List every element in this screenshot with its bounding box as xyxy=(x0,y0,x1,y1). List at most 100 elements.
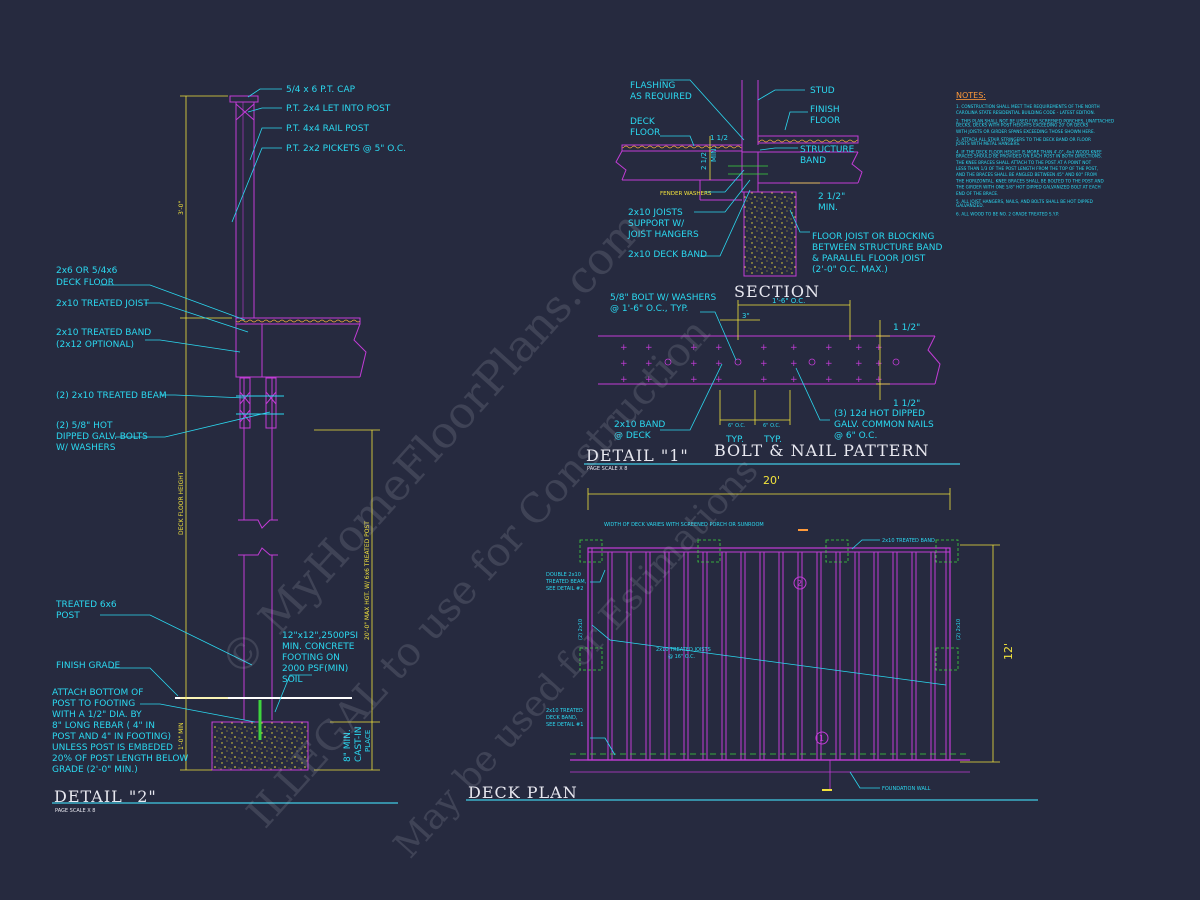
label-attach-1: ATTACH BOTTOM OF xyxy=(52,688,143,698)
label-pickets: P.T. 2x2 PICKETS @ 5" O.C. xyxy=(286,144,406,154)
detail-1-title: DETAIL "1" xyxy=(586,446,689,465)
label-deck-2: FLOOR xyxy=(630,128,660,138)
label-nails-3: @ 6" O.C. xyxy=(834,431,877,441)
svg-text:+: + xyxy=(790,359,798,369)
width-note: WIDTH OF DECK VARIES WITH SCREENED PORCH… xyxy=(604,522,764,528)
notes-list: 1. CONSTRUCTION SHALL MEET THE REQUIREME… xyxy=(955,104,1114,216)
label-let-into: P.T. 2x4 LET INTO POST xyxy=(286,104,391,114)
label-cast-1: 8" MIN. xyxy=(343,729,353,762)
svg-text:+: + xyxy=(620,375,628,385)
label-finish-1: FINISH xyxy=(810,105,840,115)
label-half-2: MIN. xyxy=(818,203,838,213)
note-line: GALVANIZED. xyxy=(956,203,984,208)
note-line: 2. THIS PLAN SHALL NOT BE USED FOR SCREE… xyxy=(956,118,1114,123)
label-joists-1: 2x10 JOISTS xyxy=(628,208,683,218)
watermark-line-3: May be used for Estimations xyxy=(386,450,766,866)
label-six-oc-1: 6" O.C. xyxy=(728,423,746,429)
svg-text:+: + xyxy=(855,375,863,385)
post-markers xyxy=(579,539,959,671)
label-stud: STUD xyxy=(810,86,835,96)
section-leaders xyxy=(660,79,810,257)
deck-plan xyxy=(466,488,1038,801)
notes-heading: NOTES: xyxy=(956,91,986,100)
label-fender: FENDER WASHERS xyxy=(660,191,712,197)
note-line: 1. CONSTRUCTION SHALL MEET THE REQUIREME… xyxy=(956,104,1100,109)
svg-text:+: + xyxy=(760,359,768,369)
label-deck-floor-1: 2x6 OR 5/4x6 xyxy=(56,266,118,276)
svg-text:+: + xyxy=(715,343,723,353)
label-cap: 5/4 x 6 P.T. CAP xyxy=(286,85,356,95)
label-blocking-1: FLOOR JOIST OR BLOCKING xyxy=(812,232,934,242)
svg-text:+: + xyxy=(645,343,653,353)
svg-text:+: + xyxy=(645,375,653,385)
label-rail-post: P.T. 4x4 RAIL POST xyxy=(286,124,369,134)
label-structure-2: BAND xyxy=(800,156,826,166)
double-beam-2: TREATED BEAM, xyxy=(545,579,587,585)
deck-plan-leaders xyxy=(590,539,947,789)
label-joist: 2x10 TREATED JOIST xyxy=(56,299,149,309)
label-edge-top: 1 1/2" xyxy=(893,323,920,333)
label-attach-7: 20% OF POST LENGTH BELOW xyxy=(52,754,188,764)
label-band-2: @ DECK xyxy=(614,431,652,441)
label-bolts-2: DIPPED GALV. BOLTS xyxy=(56,432,148,442)
dim-rail-height: 3'-0" xyxy=(178,201,185,215)
note-line: THE KNEE BRACES SHALL ATTACH TO THE POST… xyxy=(955,160,1092,165)
svg-text:+: + xyxy=(645,359,653,369)
label-cast-2: CAST-IN xyxy=(354,727,364,762)
svg-text:+: + xyxy=(715,375,723,385)
svg-text:+: + xyxy=(715,359,723,369)
label-blocking-3: & PARALLEL FLOOR JOIST xyxy=(812,254,926,264)
note-line: LESS THAN 1/3 OF THE POST LENGTH FROM TH… xyxy=(956,166,1098,171)
deck-band-2: DECK BAND, xyxy=(546,715,578,721)
detail-2-leaders xyxy=(100,88,312,723)
label-band-1: 2x10 BAND xyxy=(614,420,665,430)
deck-plan-title: DECK PLAN xyxy=(468,783,578,802)
label-structure-1: STRUCTURE xyxy=(800,145,855,155)
mark-1: 1 xyxy=(819,734,824,743)
label-attach-8: GRADE (2'-0" MIN.) xyxy=(52,765,138,775)
svg-text:+: + xyxy=(760,343,768,353)
detail-1-subtitle: BOLT & NAIL PATTERN xyxy=(714,441,930,460)
note-line: JOISTS WITH METAL HANGERS. xyxy=(955,141,1020,146)
deck-depth: 12' xyxy=(1002,643,1015,660)
label-deck-1: DECK xyxy=(630,117,656,127)
svg-text:+: + xyxy=(825,343,833,353)
side-left: (2) 2x10 xyxy=(578,619,584,640)
dim-max-height: 20'-0" MAX HGT. W/ 6x6 TREATED POST xyxy=(364,521,371,640)
label-attach-3: WITH A 1/2" DIA. BY xyxy=(52,710,142,720)
label-joists-3: JOIST HANGERS xyxy=(627,230,699,240)
deck-band-3: SEE DETAIL #1 xyxy=(546,722,583,728)
svg-text:+: + xyxy=(760,375,768,385)
svg-text:+: + xyxy=(875,343,883,353)
label-footing-4: 2000 PSF(MIN) xyxy=(282,664,348,674)
dim-footing-depth: 1'-0" MIN xyxy=(178,722,185,750)
deck-width: 20' xyxy=(763,474,780,487)
detail-2-title: DETAIL "2" xyxy=(54,787,157,806)
joists-2: @ 16" O.C. xyxy=(668,654,696,660)
label-post-1: TREATED 6x6 xyxy=(55,600,117,610)
note-line: CAROLINA STATE RESIDENTIAL BUILDING CODE… xyxy=(956,110,1095,115)
label-footing-3: FOOTING ON xyxy=(282,653,340,663)
label-typ-1: TYP. xyxy=(725,435,744,445)
label-bolt-2: @ 1'-6" O.C., TYP. xyxy=(610,304,688,314)
label-attach-6: UNLESS POST IS EMBEDED xyxy=(52,743,173,753)
dim-v3: 1 1/2 xyxy=(710,134,728,142)
detail-2-dimensions xyxy=(180,95,380,771)
note-line: DECKS, DECKS WITH POST HEIGHTS EXCEEDING… xyxy=(956,123,1089,128)
svg-text:+: + xyxy=(790,343,798,353)
label-bolts-1: (2) 5/8" HOT xyxy=(56,421,113,431)
detail-1-leaders xyxy=(660,311,830,431)
label-blocking-2: BETWEEN STRUCTURE BAND xyxy=(812,243,943,253)
svg-text:+: + xyxy=(875,375,883,385)
label-attach-4: 8" LONG REBAR ( 4" IN xyxy=(52,721,155,731)
svg-text:+: + xyxy=(825,359,833,369)
label-band-1: 2x10 TREATED BAND xyxy=(56,328,151,338)
double-beam-1: DOUBLE 2x10 xyxy=(546,572,581,578)
note-line: 3. ATTACH ALL STAIR STRINGERS TO THE DEC… xyxy=(956,137,1091,142)
label-band-2: (2x12 OPTIONAL) xyxy=(56,340,134,350)
label-flashing-1: FLASHING xyxy=(630,81,675,91)
svg-text:+: + xyxy=(620,343,628,353)
label-nails-2: GALV. COMMON NAILS xyxy=(834,420,934,430)
